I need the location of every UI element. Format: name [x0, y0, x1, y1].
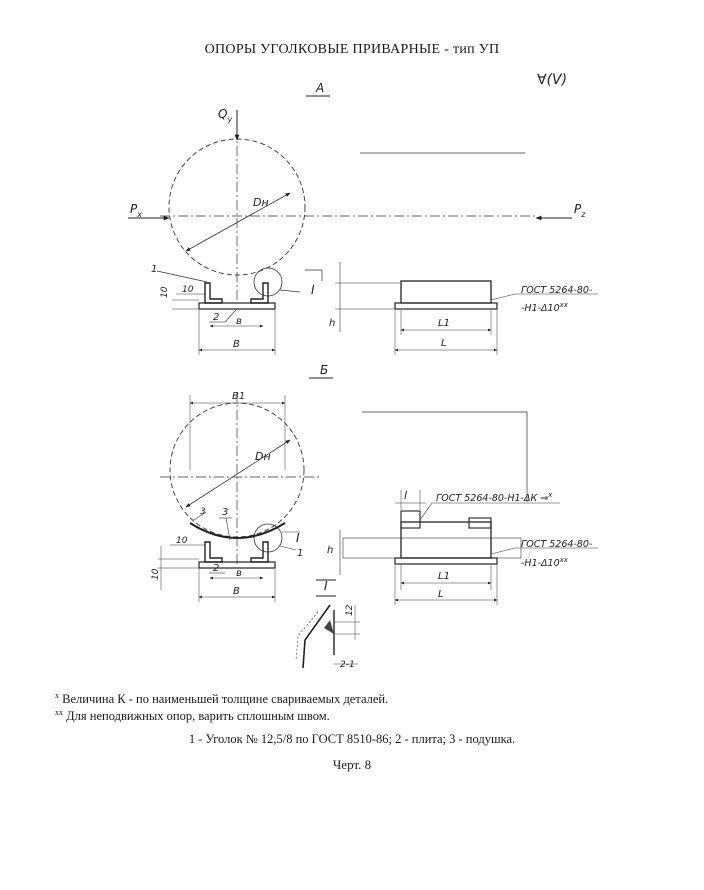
weld-callout-b-line1: ГОСТ 5264-80-	[521, 539, 593, 550]
position-1-a: 1	[151, 264, 157, 275]
dim-10-vertical-b: 10	[151, 568, 161, 580]
weld-callout-a-line2: -Н1-Δ10xx	[521, 301, 569, 314]
footnote-2-mark: xx	[55, 708, 63, 717]
position-2-a: 2	[213, 312, 219, 323]
pipe-diameter-label: Dн	[253, 196, 269, 209]
footnote-1-text: Величина К - по наименьшей толщине свари…	[62, 692, 389, 707]
footnote-2-text: Для неподвижных опор, варить сплошным шв…	[66, 709, 330, 724]
dim-b-big-b: В	[233, 586, 240, 597]
dim-l1-b: L1	[438, 571, 450, 582]
parts-legend: 1 - Уголок № 12,5/8 по ГОСТ 8510-86; 2 -…	[188, 732, 516, 746]
dim-h-b: h	[327, 545, 333, 556]
drawing-caption: Черт. 8	[332, 757, 372, 772]
dim-2-1: 2-1	[340, 660, 355, 670]
footnote-1-mark: x	[55, 691, 59, 700]
detail-mark-b: I	[296, 531, 300, 545]
dim-b-small-b: в	[236, 568, 242, 579]
weld-symbol: ∀(V)	[537, 72, 567, 88]
dim-10-b: 10	[176, 536, 188, 546]
position-2-b: 2	[213, 563, 219, 574]
pipe-diameter-label-b: Dн	[255, 450, 271, 463]
position-1-b: 1	[297, 548, 303, 559]
dim-l-b: L	[438, 589, 444, 600]
view-a: А Dн Qy Px Pz I 1 10	[128, 81, 598, 355]
dim-12: 12	[345, 604, 355, 616]
dim-10-vertical-a: 10	[160, 286, 170, 298]
dim-l1-a: L1	[438, 318, 450, 329]
dim-3: 3	[200, 507, 206, 517]
load-px: Px	[130, 202, 142, 219]
view-b-label: Б	[320, 363, 328, 377]
view-b: Б Dн В1 I 1 3 3 10 10	[151, 363, 598, 605]
footnote-1: x Величина К - по наименьшей толщине сва…	[55, 691, 388, 707]
view-a-label: А	[315, 81, 324, 95]
weld-callout-k: ГОСТ 5264-80-Н1-ΔК⇒x	[436, 491, 553, 504]
detail-i-label: I	[324, 579, 328, 593]
position-3-b: 3	[222, 507, 228, 518]
dim-h-a: h	[329, 318, 335, 329]
dim-b-big-a: В	[233, 339, 240, 350]
page-title: ОПОРЫ УГОЛКОВЫЕ ПРИВАРНЫЕ - тип УП	[204, 42, 500, 57]
detail-i: I 12 2-1	[295, 579, 360, 670]
weld-callout-b-line2: -Н1-Δ10xx	[521, 556, 569, 569]
load-qy: Qy	[218, 107, 232, 124]
dim-l-a: L	[441, 338, 447, 349]
load-pz: Pz	[574, 202, 586, 219]
dim-b1: В1	[232, 391, 245, 402]
weld-callout-a-line1: ГОСТ 5264-80-	[521, 285, 593, 296]
dim-l-small: l	[404, 489, 407, 502]
dim-10-a: 10	[182, 285, 194, 295]
dim-b-small-a: в	[236, 316, 242, 327]
footnote-2: xx Для неподвижных опор, варить сплошным…	[55, 708, 330, 724]
detail-mark-a: I	[311, 283, 315, 297]
